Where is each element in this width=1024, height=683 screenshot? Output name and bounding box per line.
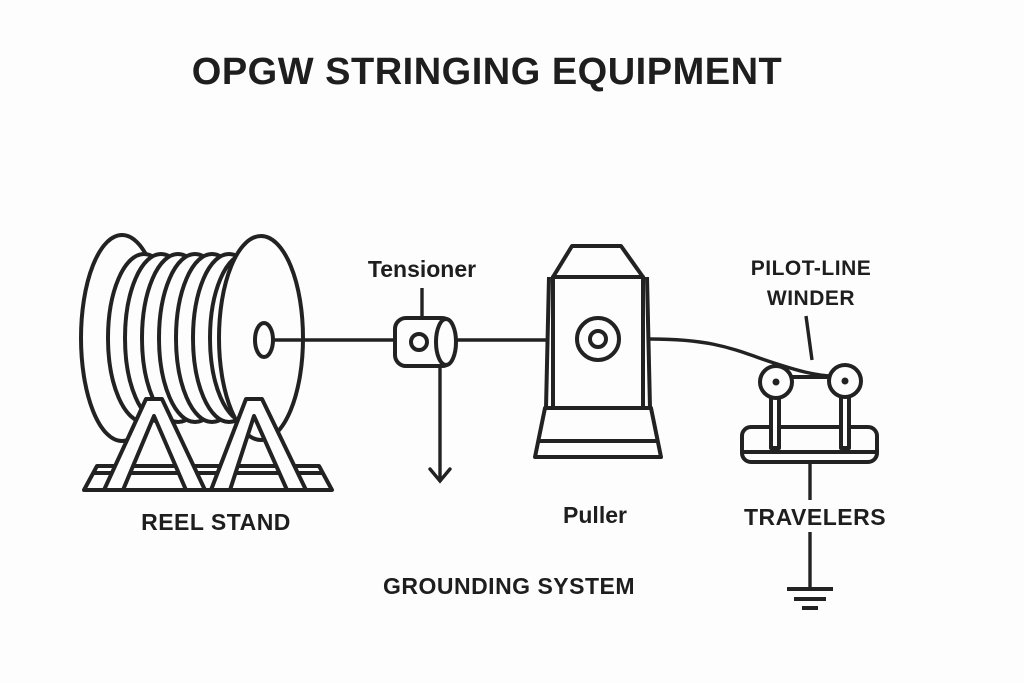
winder-leader-line — [804, 315, 814, 361]
reel-stand-base — [82, 464, 334, 492]
pilot-line-winder-label-line1: PILOT-LINE — [750, 257, 872, 280]
puller-illustration — [533, 244, 663, 459]
tensioner-illustration — [393, 288, 458, 368]
tensioner-drum-end — [434, 317, 458, 367]
reel-stand-label: REEL STAND — [141, 509, 291, 535]
pilot-line-cable-curve — [649, 337, 835, 378]
diagram-title: OPGW STRINGING EQUIPMENT — [191, 51, 783, 93]
cable-reel — [79, 233, 305, 443]
down-arrow-icon — [428, 366, 452, 484]
reel-hub — [253, 321, 275, 359]
reel-stand-illustration — [79, 233, 334, 492]
travelers-illustration — [740, 315, 879, 464]
tensioner-label: Tensioner — [367, 256, 477, 282]
reel-stand-legs — [102, 397, 308, 492]
travelers-label: TRAVELERS — [743, 504, 887, 530]
pilot-line-winder-label-line2: WINDER — [766, 287, 856, 310]
tensioner-hub — [409, 332, 429, 352]
puller-top — [551, 244, 645, 279]
travelers-base — [740, 425, 879, 464]
puller-base — [533, 406, 663, 459]
pilot-line-winder-label: PILOT-LINE WINDER — [751, 254, 872, 314]
ground-symbol-icon — [787, 462, 833, 610]
puller-label: Puller — [563, 502, 627, 528]
puller-capstan — [575, 316, 621, 362]
grounding-system-label: GROUNDING SYSTEM — [382, 573, 636, 599]
